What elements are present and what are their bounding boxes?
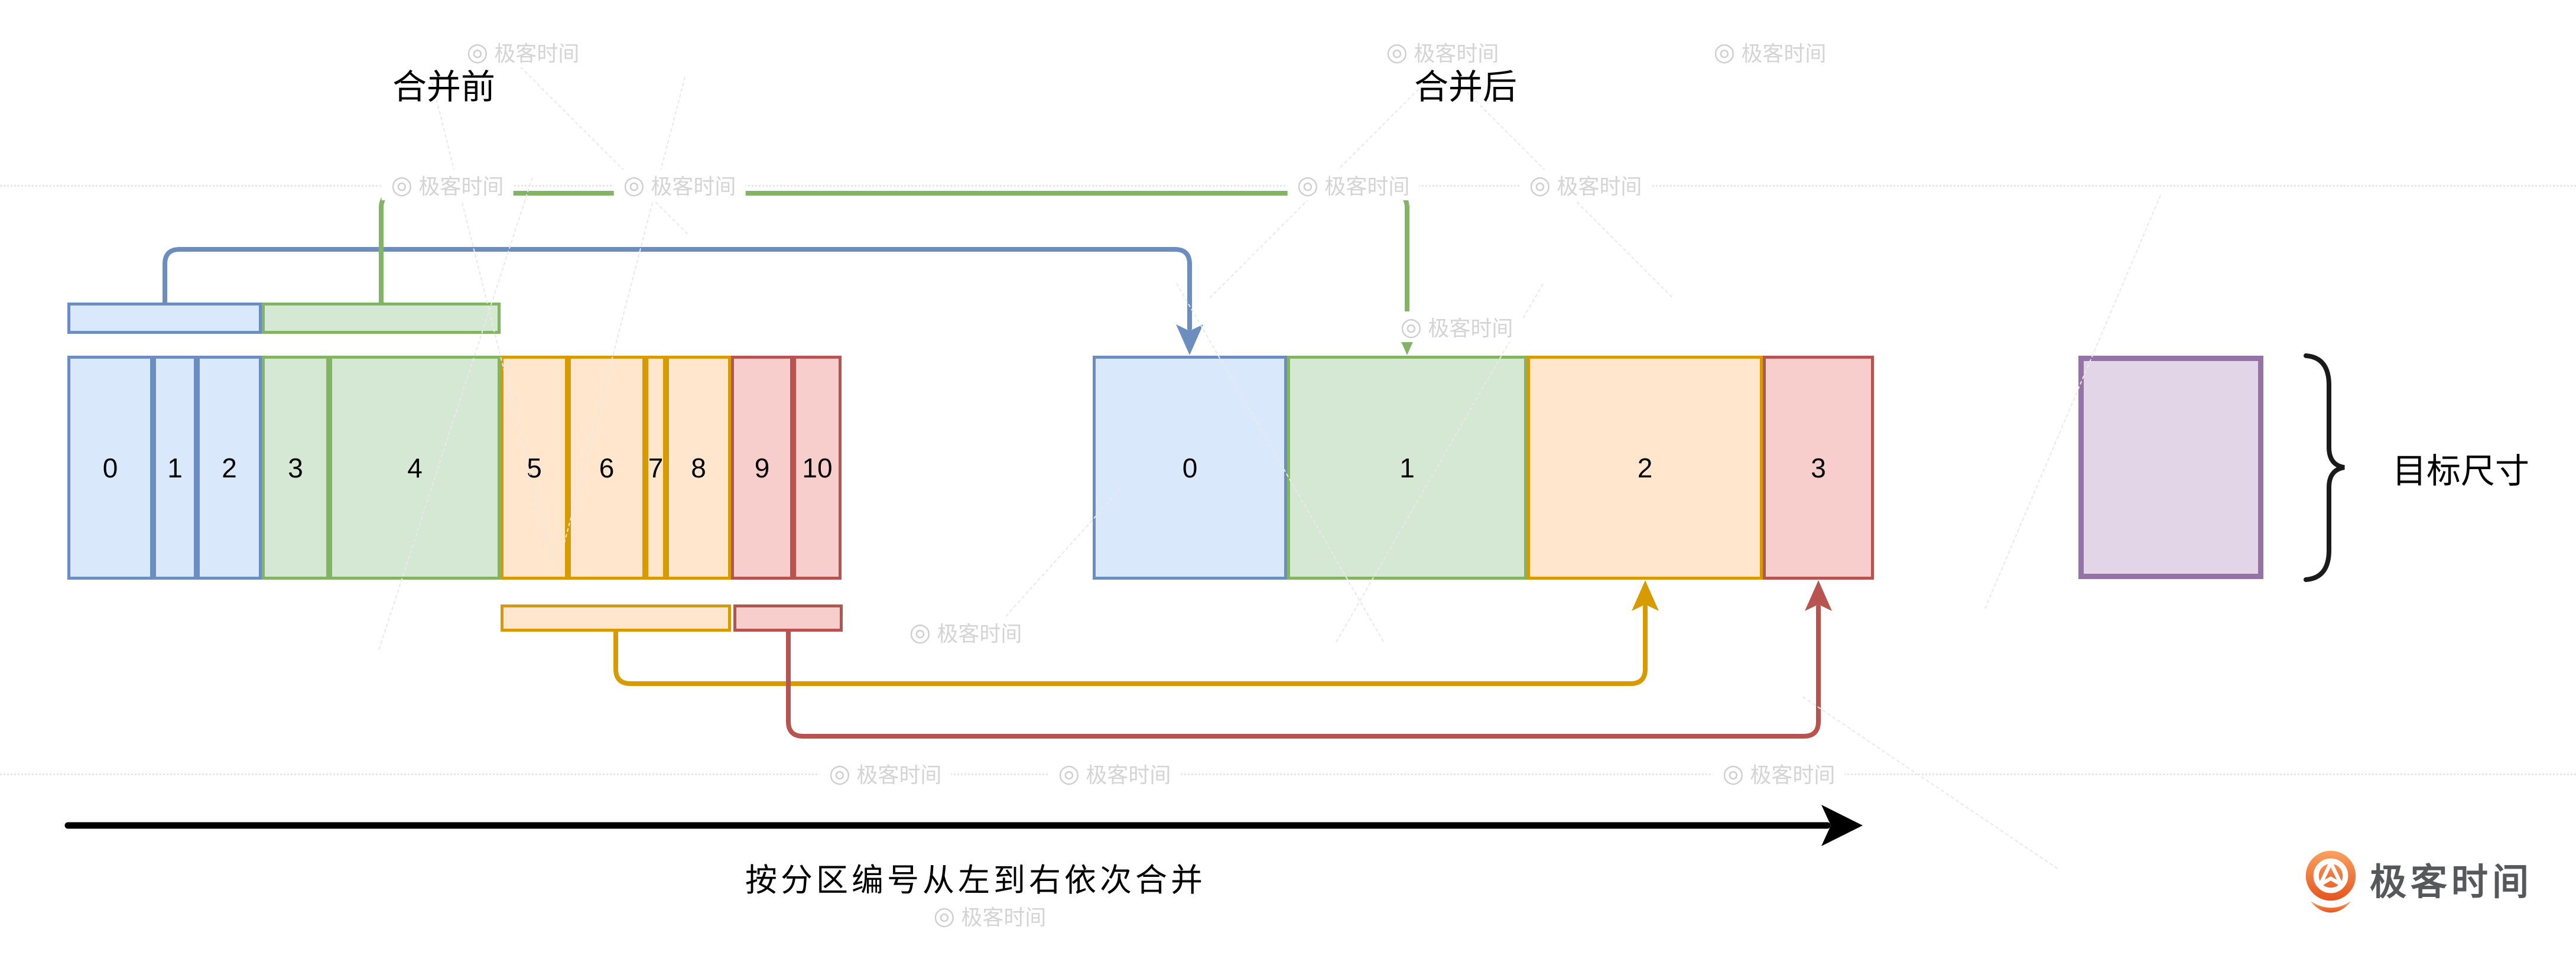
red-connector-arrowhead-up [1805, 580, 1832, 611]
before-segment-8: 8 [666, 356, 731, 580]
segment-label: 2 [222, 452, 237, 483]
segment-label: 3 [1811, 452, 1826, 483]
geektime-logo: 极客时间 [2304, 850, 2533, 916]
after-segment-2: 2 [1527, 356, 1763, 580]
segment-label: 3 [288, 452, 303, 483]
before-segment-10: 10 [793, 356, 842, 580]
segment-label: 9 [754, 452, 770, 483]
before-segment-1: 1 [153, 356, 197, 580]
segment-label: 6 [599, 452, 615, 483]
segment-label: 0 [102, 452, 118, 483]
before-segment-0: 0 [67, 356, 153, 580]
blue-connector-arrowhead-down [1176, 324, 1203, 355]
geektime-logo-text: 极客时间 [2370, 862, 2533, 903]
before-segment-4: 4 [329, 356, 501, 580]
merge-order-caption: 按分区编号从左到右依次合并 [745, 863, 1206, 898]
before-segment-5: 5 [501, 356, 568, 580]
segment-label: 5 [527, 452, 542, 483]
before-segment-7: 7 [645, 356, 666, 580]
segment-label: 7 [648, 452, 664, 483]
segment-label: 2 [1637, 452, 1653, 483]
green-merge-connector [379, 191, 1409, 331]
orange-connector-arrowhead-up [1632, 580, 1659, 611]
before-segment-9: 9 [731, 356, 793, 580]
after-segment-1: 1 [1287, 356, 1527, 580]
red-merge-connector [786, 604, 1821, 739]
geektime-logo-icon [2305, 850, 2356, 913]
target-size-label: 目标尺寸 [2392, 452, 2530, 490]
bottom-group-bar-orange [501, 604, 731, 632]
after-merge-title: 合并后 [1414, 68, 1518, 106]
before-segment-3: 3 [262, 356, 329, 580]
target-size-brace [2304, 353, 2345, 582]
top-group-bar-blue [67, 303, 262, 334]
blue-merge-connector [163, 247, 1192, 331]
target-size-box [2078, 356, 2263, 579]
after-segment-3: 3 [1763, 356, 1874, 580]
segment-label: 0 [1182, 452, 1198, 483]
segment-label: 4 [407, 452, 423, 483]
before-segment-6: 6 [568, 356, 645, 580]
before-segment-2: 2 [197, 356, 262, 580]
after-segment-0: 0 [1093, 356, 1287, 580]
before-merge-title: 合并前 [392, 68, 496, 106]
segment-label: 8 [691, 452, 706, 483]
segment-label: 1 [1399, 452, 1415, 483]
top-group-bar-green [262, 303, 501, 334]
orange-merge-connector [613, 604, 1648, 686]
segment-label: 10 [802, 452, 833, 483]
segment-label: 1 [167, 452, 183, 483]
flow-direction-arrowhead [1821, 805, 1863, 846]
